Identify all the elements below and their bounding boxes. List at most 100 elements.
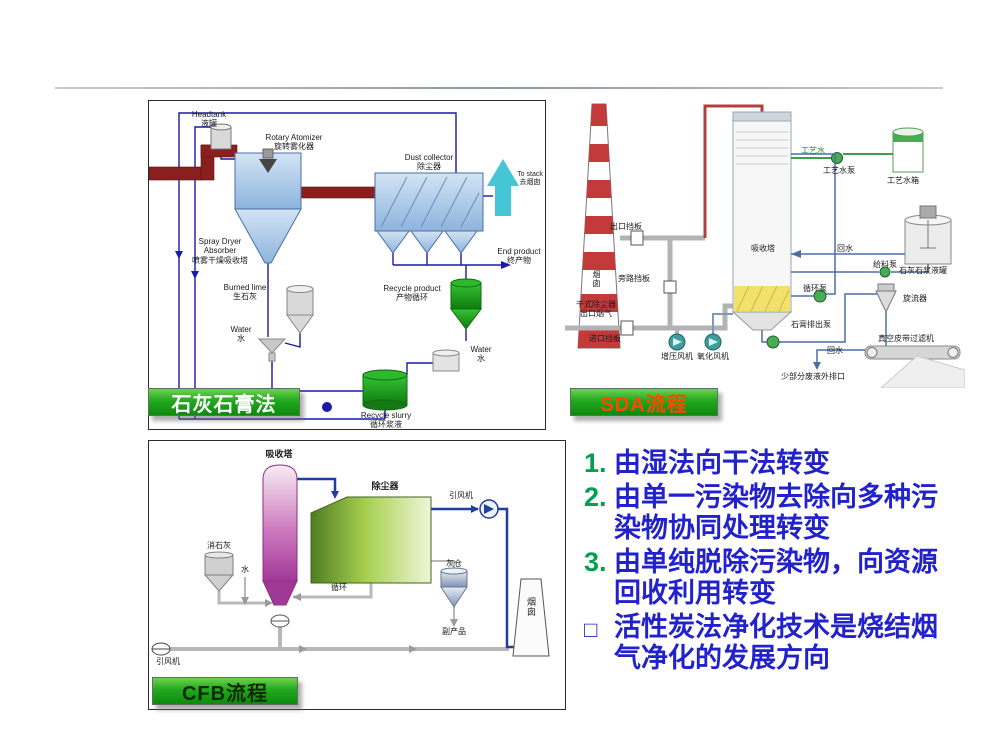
arrow-into-fan [471, 505, 479, 513]
label-cfb-dust-collector: 除尘器 [371, 481, 399, 491]
limestone-slurry-tank-shape [904, 205, 952, 265]
cfb-chimney-shape [512, 578, 550, 657]
process-water-tank-shape [892, 127, 924, 173]
label-process-water-pump: 工艺水泵 [823, 166, 855, 175]
cyclone-shape [875, 283, 897, 314]
arrow-return-water [791, 250, 801, 258]
label-bypass-damper: 旁路挡板 [618, 274, 650, 283]
blue-pipes [297, 477, 515, 649]
spray-dryer-absorber-shape [234, 148, 302, 264]
tag-sda: SDA流程 [570, 388, 718, 416]
cfb-panel: 吸收塔 除尘器 引风机 消石灰 水 循环 灰仓 副产品 烟囱 引风机 [148, 440, 566, 710]
bullet-text: 由单纯脱除污染物，向资源回收利用转变 [614, 547, 938, 608]
label-circulation-pump: 循环泵 [803, 284, 827, 293]
bullet-square-marker: □ [584, 617, 598, 642]
gray-arrows [241, 593, 458, 653]
label-burned-lime: Burned lime 生石灰 [223, 283, 267, 302]
label-to-stack: To stack 去烟囱 [517, 171, 543, 187]
arrow-down-2 [191, 271, 199, 279]
label-inlet-damper: 进口挡板 [589, 334, 621, 343]
bullet-marker: 1. [584, 448, 607, 478]
to-stack-arrow [487, 159, 519, 216]
label-sda-tower: 吸收塔 [751, 244, 775, 253]
bullet-text: 由湿法向干法转变 [614, 448, 830, 478]
hydrated-lime-hopper-shape [203, 551, 235, 592]
sda-panel: 烟囱 出口挡板 旁路挡板 干式除尘器 出口烟气 进口挡板 增压风机 氧化风机 吸… [565, 98, 965, 388]
gypsum-pump-shape [766, 335, 780, 349]
arrow-waste [813, 362, 821, 370]
circulation-pump-shape [813, 289, 827, 303]
blue-slurry-pipes [761, 153, 929, 364]
feed-pump-shape [879, 266, 891, 278]
ash-silo-shape [440, 567, 468, 608]
absorber-tower-shape [731, 111, 793, 331]
inlet-fan-shape [151, 642, 171, 656]
label-oxidation-fan: 氧化风机 [697, 352, 729, 361]
label-cfb-tower: 吸收塔 [265, 449, 293, 459]
label-end-product: End product 终产物 [497, 247, 541, 266]
label-process-water-tank: 工艺水箱 [887, 176, 919, 185]
id-fan-shape [479, 499, 499, 519]
cfb-tower-shape [262, 464, 298, 606]
label-headtank: Headtank 液罐 [191, 110, 227, 129]
list-item-1: 1. 由湿法向干法转变 [584, 448, 964, 479]
recycle-product-hopper-shape [450, 278, 482, 330]
tag-cfb: CFB流程 [152, 677, 298, 705]
bullet-text: 由单一污染物去除向多种污染物协同处理转变 [614, 482, 938, 543]
label-sda-chimney: 烟囱 [592, 270, 601, 288]
vacuum-belt-filter-shape [864, 345, 961, 360]
label-id-fan: 引风机 [449, 491, 473, 500]
top-divider [55, 87, 943, 89]
cfb-diagram [151, 464, 550, 657]
label-dust-collector: Dust collector 除尘器 [404, 153, 454, 172]
label-hydrated-lime: 消石灰 [207, 541, 231, 550]
cfb-dust-collector-shape [310, 496, 432, 584]
booster-fan-shape [668, 328, 686, 351]
label-belt-filter: 真空皮带过滤机 [878, 334, 934, 343]
dust-collector-shape [374, 172, 484, 254]
label-cfb-chimney: 烟囱 [526, 597, 536, 617]
bullet-text: 活性炭法净化技术是烧结烟气净化的发展方向 [614, 612, 938, 673]
chimney-shape [577, 103, 621, 349]
label-process-water: 工艺水 [801, 146, 825, 155]
label-water: 水 [241, 565, 249, 574]
head-tank-shape [210, 123, 232, 150]
pump-dot [322, 402, 332, 412]
label-slurry-tank: 石灰石浆液罐 [899, 266, 947, 275]
burned-lime-silo-shape [286, 285, 314, 334]
recirculation-blower-shape [270, 614, 290, 628]
label-waste-outlet: 少部分废液外排口 [781, 372, 845, 381]
label-spray-dryer-absorber: Spray Dryer Absorber 喷雾干燥吸收塔 [192, 237, 248, 265]
flue-gas-pipes [149, 144, 376, 199]
key-points-list: 1. 由湿法向干法转变 2. 由单一污染物去除向多种污染物协同处理转变 3. 由… [584, 448, 964, 677]
label-dry-esp-gas: 干式除尘器 出口烟气 [576, 300, 616, 319]
label-rotary-atomizer: Rotary Atomizer 旋转雾化器 [265, 133, 323, 152]
gypsum-pile-shape [880, 355, 965, 388]
label-recycle: 循环 [331, 583, 347, 592]
label-water-1: Water 水 [230, 325, 252, 344]
label-recycle-product: Recycle product 产物循环 [383, 284, 441, 303]
tag-limestone-gypsum: 石灰石膏法 [148, 388, 300, 416]
dampers [620, 230, 677, 336]
label-inlet-fan: 引风机 [156, 657, 180, 666]
arrow-end-product [501, 261, 511, 269]
label-gypsum-pump: 石膏排出泵 [791, 320, 831, 329]
label-byproduct: 副产品 [442, 627, 466, 636]
bullet-marker: 3. [584, 547, 607, 577]
label-cyclone: 旋流器 [903, 294, 927, 303]
label-water-2: Water 水 [470, 345, 492, 364]
recycle-slurry-tank-shape [362, 369, 408, 411]
limestone-gypsum-diagram [149, 112, 519, 420]
green-water-pipes [791, 153, 893, 159]
water-funnel-shape [257, 338, 287, 362]
label-return-water-1: 回水 [837, 244, 853, 253]
list-item-3: 3. 由单纯脱除污染物，向资源回收利用转变 [584, 547, 964, 609]
water-tank-shape [432, 349, 460, 372]
label-booster-fan: 增压风机 [661, 352, 693, 361]
label-outlet-damper: 出口挡板 [610, 222, 642, 231]
sda-diagram [565, 103, 965, 388]
label-return-water-2: 回水 [827, 346, 843, 355]
bullet-marker: 2. [584, 482, 607, 512]
oxidation-fan-shape [704, 313, 733, 351]
